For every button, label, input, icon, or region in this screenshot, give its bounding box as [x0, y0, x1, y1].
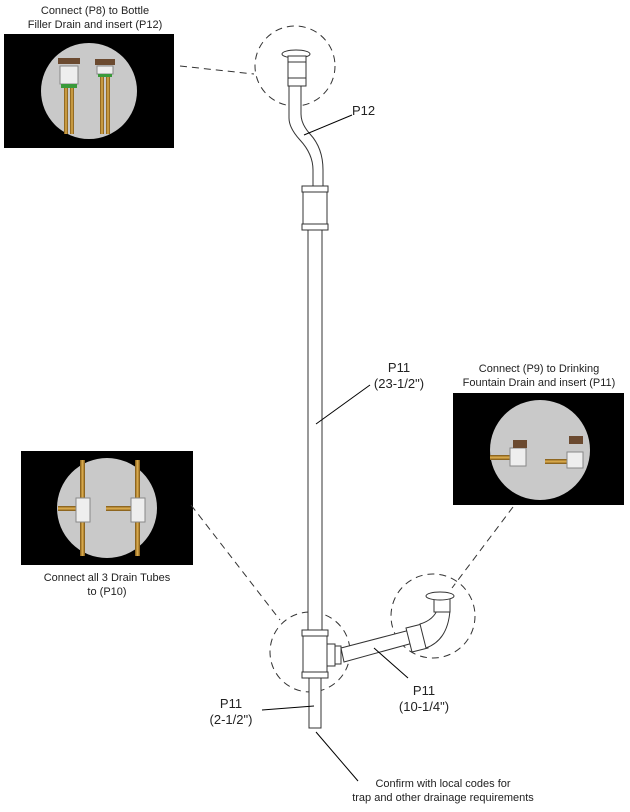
tee-fitting-p10 — [301, 629, 342, 679]
codes-callout: Confirm with local codes for trap and ot… — [330, 777, 556, 805]
fountain-callout-line2: Fountain Drain and insert (P11) — [462, 377, 616, 389]
fountain-callout-line1: Connect (P9) to Drinking — [478, 363, 600, 375]
p11-long-label: P11 (23-1/2") — [366, 360, 432, 392]
drain-tubes-callout: Connect all 3 Drain Tubes to (P10) — [21, 571, 193, 599]
p12-label: P12 — [352, 103, 376, 118]
fountain-callout: Connect (P9) to Drinking Fountain Drain … — [452, 362, 626, 390]
fountain-inset — [453, 393, 624, 505]
pipe-p11-long — [307, 229, 323, 631]
p11-short-label: P11 (2-1/2") — [200, 696, 262, 728]
p11-horizontal-name: P11 — [412, 683, 436, 698]
p11-long-name: P11 — [387, 360, 411, 375]
p11-short-length: (2-1/2") — [209, 712, 253, 727]
p11-short-name: P11 — [219, 696, 243, 711]
pipe-p11-short — [308, 677, 322, 729]
pipe-p11-horizontal — [340, 591, 455, 663]
pipe-p12 — [281, 49, 324, 187]
coupling-top — [301, 185, 329, 231]
drain-tubes-inset — [21, 451, 193, 565]
drain-tubes-callout-line1: Connect all 3 Drain Tubes — [43, 572, 171, 584]
bottle-filler-callout-line1: Connect (P8) to Bottle — [40, 5, 150, 17]
drain-tubes-callout-line2: to (P10) — [87, 586, 127, 598]
codes-callout-line1: Confirm with local codes for — [375, 778, 511, 790]
p11-long-length: (23-1/2") — [373, 376, 425, 391]
bottle-filler-inset — [4, 34, 174, 148]
p11-horizontal-label: P11 (10-1/4") — [388, 683, 460, 715]
p11-horizontal-length: (10-1/4") — [398, 699, 450, 714]
codes-callout-line2: trap and other drainage requirements — [352, 792, 534, 804]
bottle-filler-callout-line2: Filler Drain and insert (P12) — [27, 19, 163, 31]
bottle-filler-callout: Connect (P8) to Bottle Filler Drain and … — [6, 4, 184, 32]
